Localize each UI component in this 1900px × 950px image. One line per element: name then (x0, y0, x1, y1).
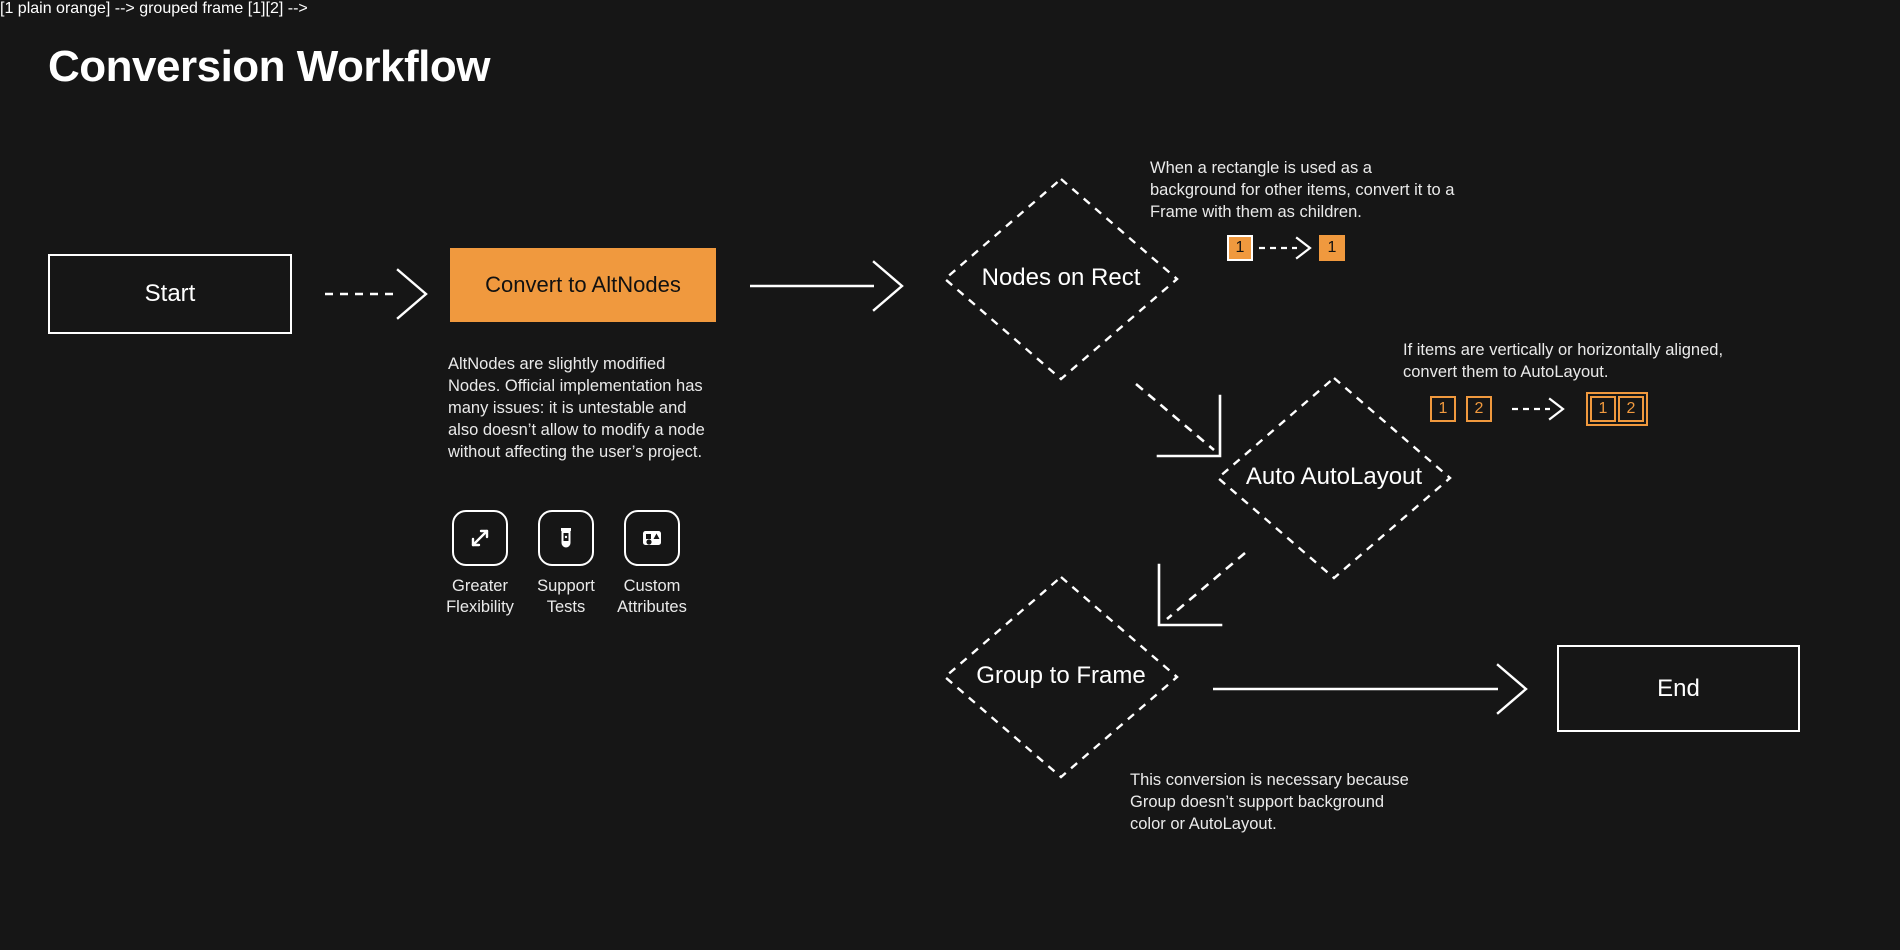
connector-group-to-frame-to-end (1213, 663, 1528, 715)
connector-start-to-convert (325, 268, 428, 320)
node-convert-to-altnodes[interactable]: Convert to AltNodes (450, 248, 716, 322)
badge-after-1: 1 (1590, 396, 1616, 422)
altnodes-feature-list: Greater Flexibility Support Tests (446, 510, 687, 619)
nodes-on-rect-badge-illustration: 1 1 (1227, 235, 1345, 261)
node-group-to-frame[interactable]: Group to Frame (942, 574, 1180, 780)
auto-autolayout-note: If items are vertically or horizontally … (1403, 341, 1724, 381)
badge-group-frame: 1 2 (1586, 392, 1648, 426)
expand-arrows-icon (471, 529, 489, 547)
badge-before-2: 2 (1466, 396, 1492, 422)
diamond-shape (1216, 376, 1452, 580)
diamond-shape (943, 177, 1179, 381)
auto-autolayout-badge-illustration: 1 2 1 2 (1430, 392, 1648, 426)
badge-before-1: 1 (1430, 396, 1456, 422)
badge-after-2: 2 (1618, 396, 1644, 422)
feature-label: Greater Flexibility (446, 577, 514, 617)
group-to-frame-note: This conversion is necessary because Gro… (1130, 771, 1409, 833)
node-nodes-on-rect-label: Nodes on Rect (981, 264, 1141, 291)
node-end-label: End (1657, 674, 1700, 702)
badge-after-1: 1 (1319, 235, 1345, 261)
connector-auto-autolayout-to-group-to-frame (1157, 552, 1246, 627)
feature-label: Custom Attributes (617, 577, 687, 617)
page-title: Conversion Workflow (48, 42, 490, 91)
nodes-on-rect-note: When a rectangle is used as a background… (1150, 159, 1455, 221)
node-start-label: Start (144, 280, 196, 307)
test-tube-icon (561, 528, 571, 548)
badge-transform-arrow-icon (1259, 236, 1312, 260)
feature-icon-box (538, 510, 594, 566)
connector-convert-to-nodes-on-rect (750, 260, 904, 312)
node-convert-label: Convert to AltNodes (485, 272, 681, 297)
node-start[interactable]: Start (48, 254, 292, 334)
shapes-in-square-icon (643, 531, 661, 545)
altnodes-description: AltNodes are slightly modified Nodes. Of… (448, 355, 705, 461)
node-end[interactable]: End (1557, 645, 1800, 732)
feature-custom-attributes[interactable]: Custom Attributes (617, 510, 687, 619)
feature-icon-box (452, 510, 508, 566)
badge-before-1: 1 (1227, 235, 1253, 261)
node-group-to-frame-label: Group to Frame (976, 662, 1146, 689)
diamond-shape (943, 575, 1179, 779)
feature-greater-flexibility[interactable]: Greater Flexibility (446, 510, 514, 619)
feature-support-tests[interactable]: Support Tests (534, 510, 598, 619)
node-nodes-on-rect[interactable]: Nodes on Rect (942, 176, 1180, 382)
node-auto-autolayout-label: Auto AutoLayout (1245, 463, 1423, 490)
feature-icon-box (624, 510, 680, 566)
node-auto-autolayout[interactable]: Auto AutoLayout (1215, 375, 1453, 581)
connector-nodes-on-rect-to-auto-autolayout (1135, 383, 1222, 458)
badge-transform-arrow-icon (1512, 397, 1565, 421)
feature-label: Support Tests (537, 577, 595, 617)
